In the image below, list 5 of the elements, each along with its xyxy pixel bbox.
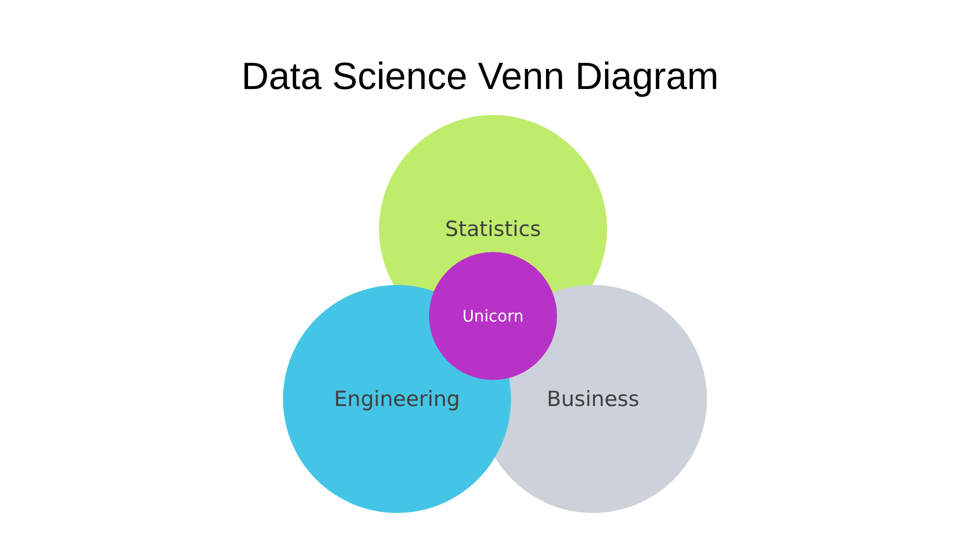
circle-label: Engineering [334,387,460,411]
diagram-title: Data Science Venn Diagram [241,56,719,99]
circle-label: Business [546,387,640,411]
circle-label: Unicorn [462,306,524,326]
circle-label: Statistics [445,217,541,241]
